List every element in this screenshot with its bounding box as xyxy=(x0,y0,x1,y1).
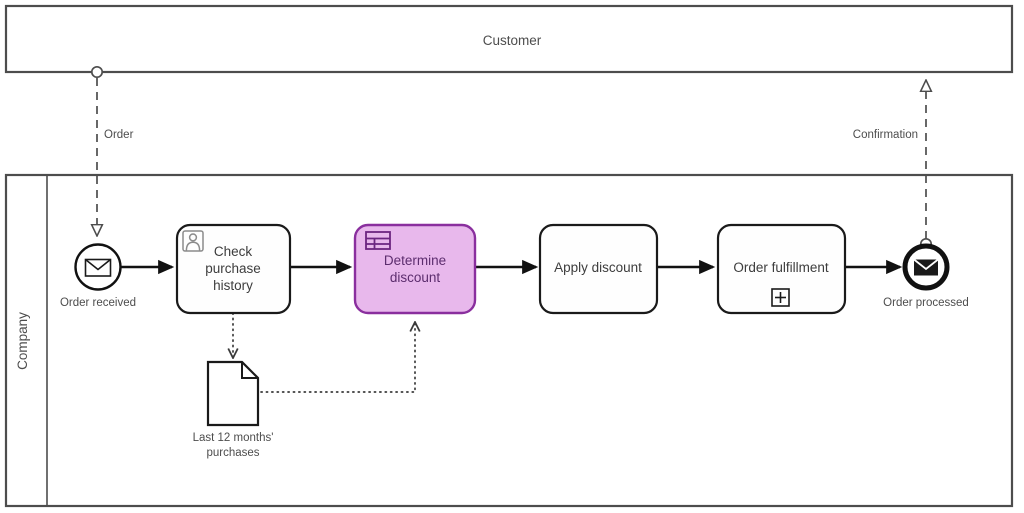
envelope-icon xyxy=(84,258,112,277)
event-order-received[interactable]: Order received xyxy=(60,243,136,310)
pool-company-border xyxy=(4,173,1014,508)
message-flow-order-source-dot xyxy=(90,65,104,79)
message-flow-order-label: Order xyxy=(104,129,134,141)
pool-company-label: Company xyxy=(15,312,30,370)
start-event-label: Order received xyxy=(60,297,136,309)
task-order-fulfillment-box xyxy=(716,223,847,315)
pool-customer-label: Customer xyxy=(483,33,542,48)
task-order-fulfillment-label: Order fulfillment xyxy=(733,260,829,275)
data-object-last-12-months-purchases[interactable]: Last 12 months' purchases xyxy=(193,360,274,459)
task-check-purchase-history[interactable]: Check purchase history xyxy=(175,223,292,315)
data-object-label-line1: Last 12 months' xyxy=(193,432,274,444)
task-check-purchase-history-box xyxy=(175,223,292,315)
task-apply-discount-box xyxy=(538,223,659,315)
end-event-label: Order processed xyxy=(883,297,969,309)
task-apply-discount-label: Apply discount xyxy=(554,260,642,275)
task-determine-discount[interactable]: Determine discount xyxy=(353,223,477,315)
pool-company[interactable]: Company xyxy=(4,173,1014,508)
plus-box-icon xyxy=(771,288,790,307)
message-flow-confirmation[interactable]: Confirmation xyxy=(853,80,931,251)
event-order-processed[interactable]: Order processed xyxy=(883,243,969,309)
task-determine-discount-box xyxy=(353,223,477,315)
task-determine-discount-label-line1: Determine xyxy=(384,253,446,268)
document-icon xyxy=(206,360,260,427)
task-order-fulfillment[interactable]: Order fulfillment xyxy=(716,223,847,315)
data-object-label-line2: purchases xyxy=(206,447,259,459)
data-association-dataobject-to-determine xyxy=(260,322,415,393)
message-flow-order[interactable]: Order xyxy=(90,65,134,236)
task-apply-discount[interactable]: Apply discount xyxy=(538,223,659,315)
pool-customer[interactable]: Customer xyxy=(4,4,1014,74)
start-event-circle xyxy=(74,243,122,291)
pool-customer-border xyxy=(4,4,1014,74)
task-determine-discount-label-line2: discount xyxy=(390,270,441,285)
task-check-purchase-history-label-line2: purchase xyxy=(205,261,261,276)
business-rule-table-icon xyxy=(365,231,391,250)
task-check-purchase-history-label-line1: Check xyxy=(214,244,253,259)
envelope-filled-icon xyxy=(913,258,939,276)
document-fold-icon xyxy=(241,362,258,379)
message-flow-confirmation-label: Confirmation xyxy=(853,129,918,141)
task-check-purchase-history-label-line3: history xyxy=(213,278,253,293)
user-task-icon xyxy=(182,230,204,252)
